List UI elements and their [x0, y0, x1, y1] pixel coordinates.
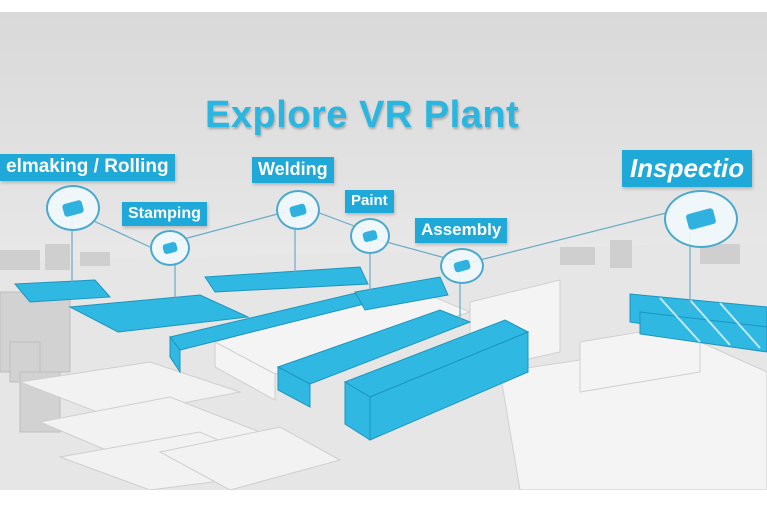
label-steelmaking-rolling[interactable]: elmaking / Rolling	[0, 154, 175, 181]
label-paint[interactable]: Paint	[345, 190, 394, 213]
label-welding[interactable]: Welding	[252, 157, 334, 183]
page-title: Explore VR Plant	[205, 94, 520, 136]
plant-illustration	[0, 202, 767, 490]
paint-robot-icon[interactable]	[350, 218, 390, 254]
label-stamping[interactable]: Stamping	[122, 202, 207, 226]
car-icon[interactable]	[664, 190, 738, 248]
coil-icon[interactable]	[46, 185, 100, 231]
car-body-icon[interactable]	[440, 248, 484, 284]
letterbox-bottom	[0, 490, 767, 506]
press-icon[interactable]	[150, 230, 190, 266]
letterbox-top	[0, 0, 767, 12]
label-inspection[interactable]: Inspectio	[622, 150, 753, 187]
label-assembly[interactable]: Assembly	[415, 218, 508, 243]
plant-scene: Explore VR Plant elmaking / Rolling Stam…	[0, 12, 767, 490]
robot-arm-icon[interactable]	[276, 190, 320, 230]
